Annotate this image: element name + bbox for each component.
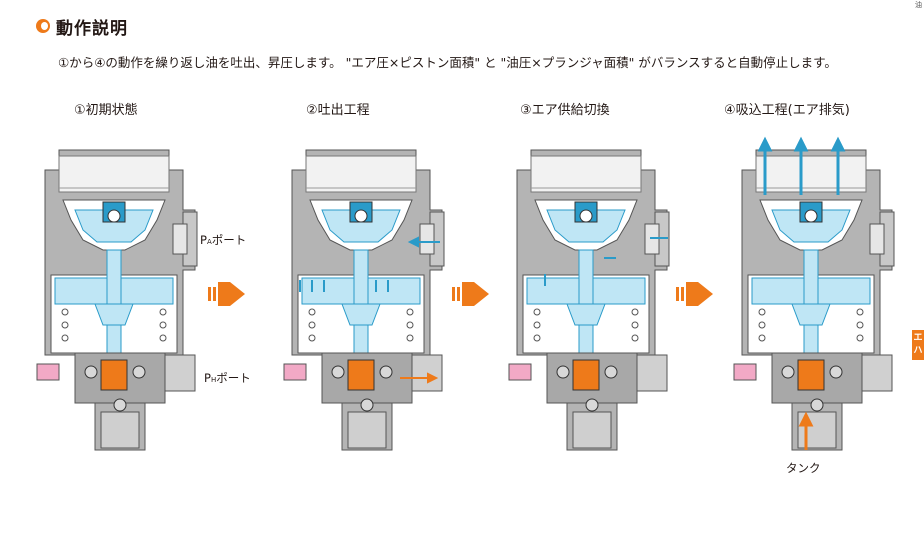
side-tab-line-1: エ [913,333,923,343]
step-4-label: ④吸込工程(エア排気) [724,103,850,118]
air-flow-arrows-step3 [544,237,668,286]
description-text: ①から④の動作を繰り返し油を吐出、昇圧します。 "エア圧×ピストン面積" と "… [58,55,837,70]
step-3-label: ③エア供給切換 [520,103,610,118]
pump-diagram-2 [283,149,445,451]
air-exhaust-arrows-step4 [757,136,846,195]
tank-label: タンク [786,461,821,475]
oil-discharge-arrow-step2 [400,372,439,384]
step-2-label: ②吐出工程 [306,103,370,118]
corner-mark: 油 [915,1,922,9]
step-transition-arrows [208,282,713,306]
pa-port-label: PAポート [200,233,247,247]
step-arrow-icon-2 [452,282,489,306]
pump-diagram-1 [36,149,198,451]
section-heading: 動作説明 [36,14,128,39]
side-index-tab[interactable]: エ ハ [912,330,924,360]
ph-port-label: PHポート [204,371,251,385]
step-1-label: ①初期状態 [74,103,138,118]
oil-suction-arrow-step4 [798,411,814,450]
step-arrow-icon-1 [208,282,245,306]
step-arrow-icon-3 [676,282,713,306]
pump-diagram-4 [733,149,895,451]
air-flow-arrows-step2 [299,236,440,292]
side-tab-line-2: ハ [913,346,923,356]
section-title: 動作説明 [56,18,128,39]
pump-diagram-3 [508,149,670,451]
orange-bullet-icon [36,19,50,33]
